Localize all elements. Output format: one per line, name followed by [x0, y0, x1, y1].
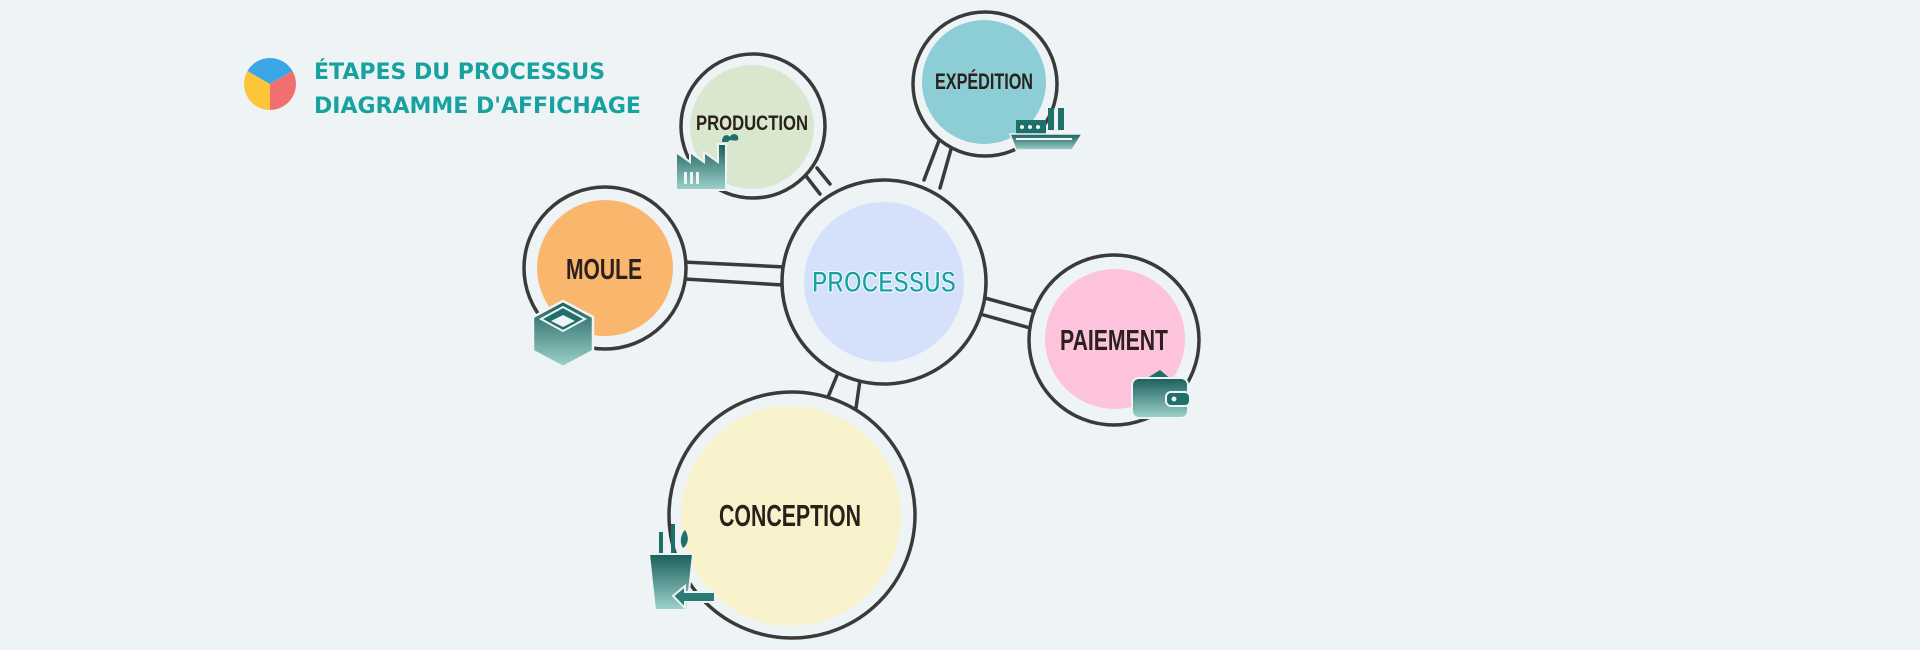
diagram-title: ÉTAPES DU PROCESSUS DIAGRAMME D'AFFICHAG…: [314, 56, 641, 124]
node-labels: PROCESSUS PRODUCTION EXPÉDITION MOULE PA…: [566, 69, 1168, 533]
connector-production: [804, 166, 832, 196]
circle-expedition: [922, 20, 1046, 144]
wallet-icon: [1131, 370, 1191, 419]
circle-moule: [537, 200, 673, 336]
title-line-1: ÉTAPES DU PROCESSUS: [314, 60, 606, 85]
ship-icon: [1008, 108, 1084, 151]
connector-paiement: [978, 296, 1038, 330]
label-expedition: EXPÉDITION: [935, 69, 1033, 94]
box-icon: [531, 299, 595, 369]
connector-expedition: [922, 136, 955, 190]
label-center: PROCESSUS: [812, 266, 956, 299]
circle-center: [804, 202, 964, 362]
label-paiement: PAIEMENT: [1060, 325, 1168, 357]
design-tools-icon: [647, 524, 716, 611]
connector-moule: [681, 260, 787, 287]
label-conception: CONCEPTION: [719, 498, 861, 533]
circle-conception: [681, 406, 901, 626]
label-production: PRODUCTION: [696, 112, 808, 135]
label-moule: MOULE: [566, 254, 642, 286]
pie-chart-icon: [244, 58, 296, 110]
circle-paiement: [1045, 269, 1185, 409]
connectors: [681, 136, 1038, 410]
inner-circles: [537, 20, 1185, 626]
title-line-2: DIAGRAMME D'AFFICHAGE: [314, 94, 641, 119]
factory-icon: [675, 134, 739, 191]
